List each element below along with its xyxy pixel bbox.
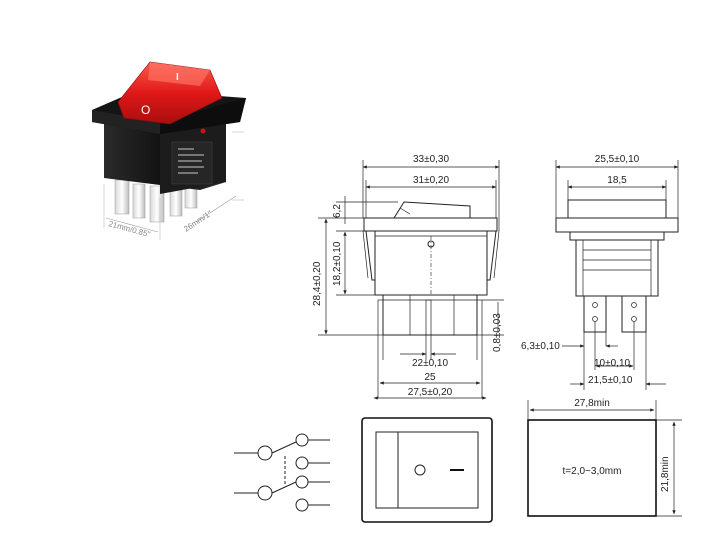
front-body-height: 18,2±0,10 <box>332 241 343 286</box>
side-view-drawing: 25,5±0,10 18,5 6,3±0,10 10±0,10 21,5±0,1… <box>521 154 679 390</box>
front-body-width: 31±0,20 <box>413 175 450 186</box>
side-terminal-width: 6,3±0,10 <box>521 341 560 352</box>
front-total-height: 28,4±0,20 <box>312 261 323 306</box>
rocker-off-symbol: O <box>141 103 150 117</box>
indicator-dot-icon <box>200 128 206 134</box>
front-rocker-height: 6,2 <box>332 204 343 218</box>
photo-height-label: 26mm/1" <box>182 209 214 234</box>
front-terminal-spacing: 22±0,10 <box>412 358 449 369</box>
photo-width-label: 21mm/0.85" <box>107 219 151 239</box>
front-terminal-span: 25 <box>424 372 436 383</box>
side-terminal-pitch: 10±0,10 <box>594 358 631 369</box>
dpst-schematic-icon <box>234 433 330 512</box>
rocker-on-symbol: I <box>176 72 179 83</box>
product-photo: I O 21mm/0.85" 26mm/1" <box>92 61 246 240</box>
side-inner-width: 18,5 <box>607 175 627 186</box>
panel-cutout-drawing: 27,8min 21,8min t=2,0~3,0mm <box>527 398 682 517</box>
front-terminal-thickness: 0,8±0,03 <box>492 313 503 352</box>
rocker-top-view-icon <box>361 417 493 523</box>
cutout-height: 21,8min <box>660 456 671 492</box>
front-bottom-width: 27,5±0,20 <box>408 387 453 398</box>
side-overall-width: 25,5±0,10 <box>595 154 640 165</box>
side-bottom-span: 21,5±0,10 <box>588 375 633 386</box>
cutout-width: 27,8min <box>574 398 610 409</box>
front-view-drawing: 33±0,30 31±0,20 6,2 18,2±0,10 28,4±0,20 … <box>312 154 504 400</box>
cutout-thickness: t=2,0~3,0mm <box>563 466 622 477</box>
front-overall-width: 33±0,30 <box>413 154 450 165</box>
